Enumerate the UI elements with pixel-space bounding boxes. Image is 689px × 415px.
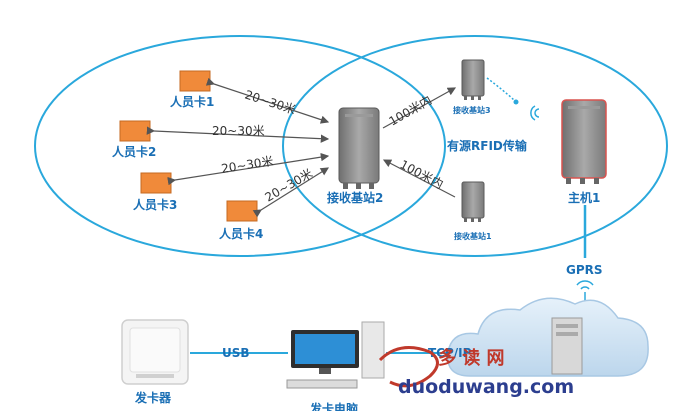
coverage-ellipse-left	[34, 35, 446, 257]
base-station-1	[461, 181, 485, 222]
base-station-2	[338, 107, 380, 189]
watermark-logo: 多 读 网 duoduwang.com	[378, 346, 574, 398]
gprs-signal-icon	[576, 280, 594, 290]
card-1-label: 人员卡1	[170, 94, 214, 109]
card-issuer-label: 发卡器	[134, 390, 172, 405]
link-card-2	[146, 126, 330, 143]
card-2	[119, 120, 151, 142]
pc-label: 发卡电脑	[309, 401, 358, 411]
coverage-ellipse-right	[282, 35, 668, 257]
card-3-distance: 20~30米	[220, 154, 274, 176]
card-4	[226, 200, 258, 222]
link-bs2-bs3	[382, 87, 457, 129]
link-card-4	[252, 167, 330, 218]
card-3-label: 人员卡3	[133, 197, 177, 212]
gprs-label: GPRS	[566, 263, 603, 277]
pc-tower	[361, 321, 385, 379]
usb-label: USB	[222, 346, 250, 360]
base-station-3	[461, 59, 485, 100]
base-station-2-label: 接收基站2	[327, 190, 383, 205]
keyboard-icon	[286, 379, 358, 389]
antenna-icon	[513, 99, 519, 105]
link-card-3	[167, 152, 330, 186]
rfid-label: 有源RFID传输	[447, 138, 528, 153]
link-card-1	[205, 77, 330, 124]
wifi-signal-icon	[530, 105, 540, 121]
card-1-distance: 20~30米	[243, 88, 297, 118]
card-issuer-device	[121, 319, 189, 385]
bs3-distance: 100米内	[387, 93, 435, 129]
card-3	[140, 172, 172, 194]
monitor-icon	[291, 330, 359, 374]
card-4-label: 人员卡4	[219, 226, 263, 241]
link-bs1-bs2	[382, 159, 456, 198]
card-2-label: 人员卡2	[112, 144, 156, 159]
card-2-distance: 20~30米	[212, 124, 265, 138]
watermark-chars: 多 读 网	[438, 347, 505, 369]
antenna-link	[486, 77, 515, 101]
watermark-url: duoduwang.com	[398, 376, 574, 398]
base-station-1-label: 接收基站1	[454, 231, 492, 241]
host-label: 主机1	[568, 190, 600, 205]
server-icon	[551, 317, 583, 375]
card-1	[179, 70, 211, 92]
tcpip-label: TCP/IP	[428, 346, 472, 360]
bs1-distance: 100米内	[398, 157, 446, 191]
cloud-icon	[446, 297, 649, 377]
base-station-3-label: 接收基站3	[453, 105, 491, 115]
host-device	[561, 99, 607, 184]
